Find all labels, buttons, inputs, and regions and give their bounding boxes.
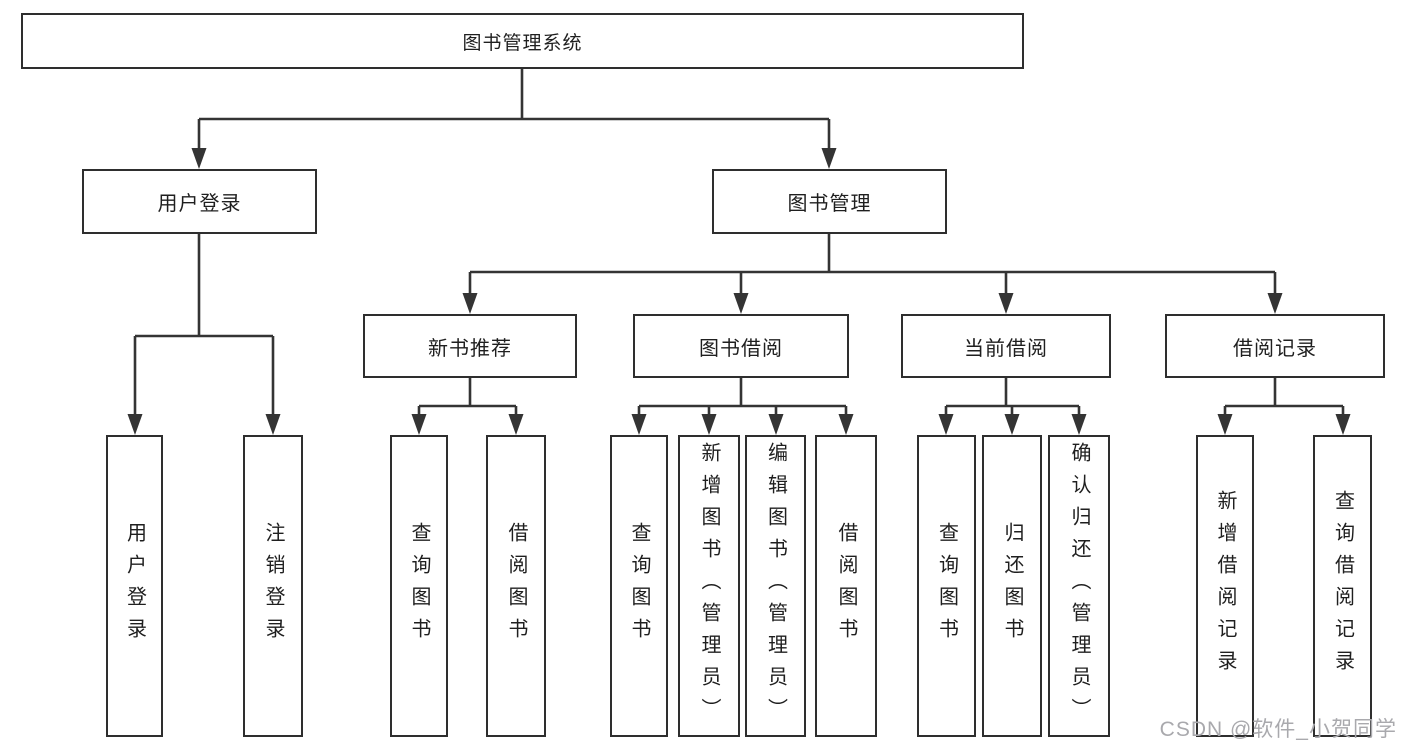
leaf-return-books: 归还图书	[982, 435, 1042, 737]
node-label: 图书管理系统	[462, 32, 583, 54]
node-label: 新书推荐	[428, 337, 512, 360]
node-label: 查询图书	[628, 522, 650, 650]
node-label: 借阅记录	[1233, 337, 1317, 360]
leaf-edit-books-admin: 编辑图书（管理员）	[745, 435, 806, 737]
arrowhead-icons	[127, 148, 1351, 435]
node-new-book-recommend: 新书推荐	[363, 314, 577, 378]
node-borrowing-records: 借阅记录	[1165, 314, 1385, 378]
leaf-add-borrow-record: 新增借阅记录	[1196, 435, 1254, 737]
leaf-borrow-books-1: 借阅图书	[486, 435, 546, 737]
leaf-user-login: 用户登录	[106, 435, 163, 737]
node-label: 当前借阅	[964, 337, 1048, 360]
node-book-management: 图书管理	[712, 169, 947, 234]
csdn-watermark: CSDN @软件_小贺同学	[1159, 718, 1397, 741]
node-label: 新增借阅记录	[1214, 490, 1236, 682]
leaf-borrow-books-2: 借阅图书	[815, 435, 877, 737]
node-label: 归还图书	[1001, 522, 1023, 650]
node-label: 编辑图书（管理员）	[764, 442, 787, 730]
node-label: 确认归还（管理员）	[1068, 442, 1090, 730]
node-label: 用户登录	[157, 193, 242, 215]
node-label: 查询图书	[408, 522, 430, 650]
node-label: 借阅图书	[835, 522, 857, 650]
leaf-query-borrow-record: 查询借阅记录	[1313, 435, 1372, 737]
leaf-query-books-2: 查询图书	[610, 435, 668, 737]
node-library-management-system: 图书管理系统	[21, 13, 1024, 69]
node-user-login: 用户登录	[82, 169, 317, 234]
leaf-logout: 注销登录	[243, 435, 303, 737]
node-label: 用户登录	[123, 522, 146, 650]
leaf-confirm-return-admin: 确认归还（管理员）	[1048, 435, 1110, 737]
node-label: 查询图书	[935, 522, 958, 650]
node-label: 借阅图书	[505, 522, 527, 650]
node-label: 图书管理	[787, 193, 872, 215]
leaf-query-books-1: 查询图书	[390, 435, 448, 737]
leaf-query-books-3: 查询图书	[917, 435, 976, 737]
node-label: 注销登录	[262, 522, 284, 650]
leaf-add-books-admin: 新增图书（管理员）	[678, 435, 740, 737]
node-label: 图书借阅	[699, 337, 783, 360]
node-book-borrowing: 图书借阅	[633, 314, 849, 378]
node-current-borrowing: 当前借阅	[901, 314, 1111, 378]
node-label: 新增图书（管理员）	[698, 442, 720, 730]
node-label: 查询借阅记录	[1331, 490, 1354, 682]
